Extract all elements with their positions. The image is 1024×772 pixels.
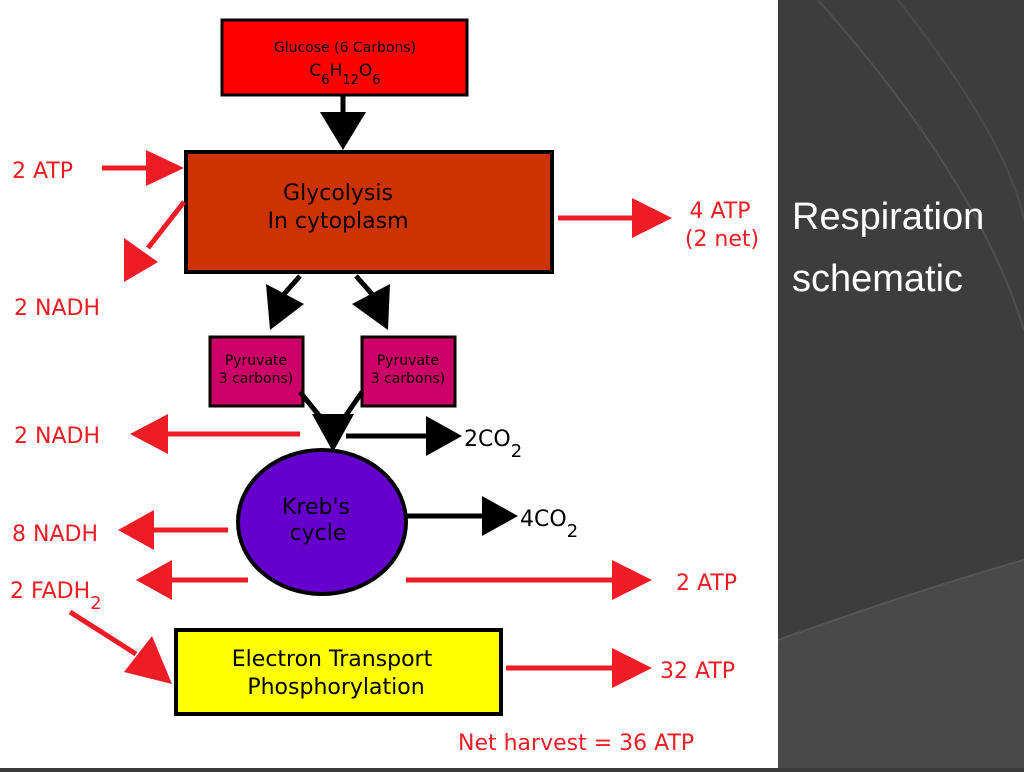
arrow-to-pyruvate-right xyxy=(352,274,390,330)
arrow-atp-in xyxy=(102,150,184,186)
arrow-nadh-pyruvate xyxy=(130,414,300,454)
arrow-atp-etc xyxy=(506,648,652,688)
krebs-label-line2: cycle xyxy=(290,521,347,546)
electron-transport-box: Electron Transport Phosphorylation xyxy=(174,628,503,716)
pyruvate-left-carbons: 3 carbons) xyxy=(219,371,293,387)
slide-title-line1: Respiration xyxy=(792,196,985,238)
pyruvate-box-right: Pyruvate 3 carbons) xyxy=(360,335,457,408)
fadh2-label: 2 FADH2 xyxy=(10,579,102,614)
arrow-fadh2-to-etc xyxy=(68,609,172,684)
arrow-co2-pyruvate xyxy=(346,416,462,456)
slide-title-line2: schematic xyxy=(792,258,964,300)
pyruvate-left-label: Pyruvate xyxy=(225,353,287,369)
atp-output-label: 4 ATP xyxy=(689,199,750,224)
slide-title: Respiration schematic xyxy=(792,186,1018,310)
atp-input-label: 2 ATP xyxy=(12,159,73,184)
arrow-nadh-krebs xyxy=(118,510,228,550)
arrow-atp-out-glycolysis xyxy=(558,198,672,238)
co2-pyruvate-label: 2CO2 xyxy=(464,427,522,462)
nadh-krebs-label: 8 NADH xyxy=(12,522,98,547)
etc-label-line2: Phosphorylation xyxy=(247,675,424,700)
etc-label: Electron Transport xyxy=(232,647,433,672)
arrow-glucose-to-glycolysis xyxy=(320,96,366,150)
pyruvate-right-label: Pyruvate xyxy=(377,353,439,369)
co2-krebs-label: 4CO2 xyxy=(520,507,578,542)
arrow-pyruvate-to-krebs xyxy=(298,390,365,452)
atp-krebs-label: 2 ATP xyxy=(676,571,737,596)
arrow-to-pyruvate-left xyxy=(266,274,304,330)
atp-etc-label: 32 ATP xyxy=(660,659,735,684)
krebs-cycle-circle: Kreb's cycle xyxy=(236,448,408,596)
pyruvate-box-left: Pyruvate 3 carbons) xyxy=(208,335,305,408)
net-harvest-label: Net harvest = 36 ATP xyxy=(458,731,694,756)
arrow-nadh-glycolysis xyxy=(124,200,186,282)
title-panel: Respiration schematic xyxy=(778,0,1024,768)
glycolysis-location: In cytoplasm xyxy=(267,209,408,234)
nadh-pyruvate-label: 2 NADH xyxy=(14,424,100,449)
glycolysis-label: Glycolysis xyxy=(283,181,393,206)
atp-net-label: (2 net) xyxy=(685,227,759,252)
pyruvate-right-carbons: 3 carbons) xyxy=(371,371,445,387)
diagram-panel: Glucose (6 Carbons) C6H12O6 Glycolysis I… xyxy=(0,0,778,768)
arrow-atp-krebs xyxy=(406,560,652,600)
glucose-label: Glucose (6 Carbons) xyxy=(274,40,416,56)
glycolysis-box: Glycolysis In cytoplasm xyxy=(184,150,554,274)
glucose-box: Glucose (6 Carbons) C6H12O6 xyxy=(220,18,469,97)
krebs-label: Kreb's xyxy=(282,495,350,520)
nadh-glycolysis-label: 2 NADH xyxy=(14,296,100,321)
decorative-arcs xyxy=(778,0,1024,768)
respiration-diagram: Glucose (6 Carbons) C6H12O6 Glycolysis I… xyxy=(10,18,759,756)
arrow-fadh2 xyxy=(136,560,248,600)
arrow-co2-krebs xyxy=(406,496,518,536)
